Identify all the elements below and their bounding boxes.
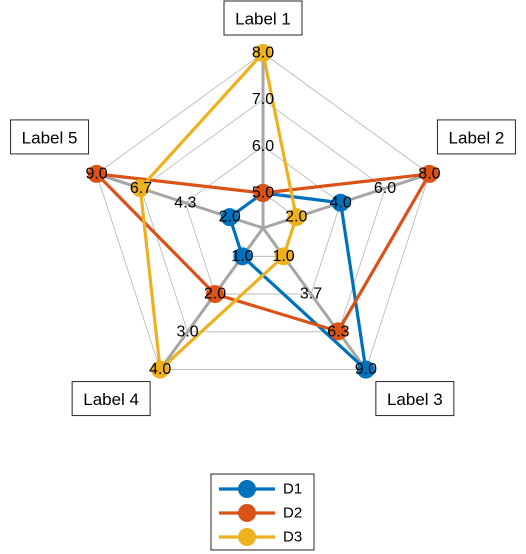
legend-marker bbox=[238, 480, 256, 498]
tick-label: 3.0 bbox=[176, 323, 198, 340]
tick-label: 5.0 bbox=[252, 185, 274, 202]
tick-label: 3.7 bbox=[300, 286, 322, 303]
point-D3-1 bbox=[254, 44, 272, 62]
series-D2 bbox=[87, 164, 439, 341]
tick-label: 7.0 bbox=[252, 91, 274, 108]
tick-label: 8.0 bbox=[252, 45, 274, 62]
series-D3 bbox=[131, 44, 306, 379]
point-D2-3 bbox=[329, 322, 348, 341]
tick-label: 6.0 bbox=[252, 138, 274, 155]
point-D3-5 bbox=[131, 179, 150, 198]
tick-label: 6.7 bbox=[130, 180, 152, 197]
tick-label: 4.3 bbox=[174, 194, 196, 211]
axis-label-box bbox=[223, 0, 303, 36]
legend-marker bbox=[238, 504, 256, 522]
axis-tick-labels: 5.0 6.0 7.0 8.0 2.0 4.0 6.0 8.0 1.0 3.7 6.3 9.0 1.0 2… bbox=[85, 45, 440, 379]
tick-label: 1.0 bbox=[272, 248, 294, 265]
grid-ring-3 bbox=[140, 99, 386, 333]
point-D2-4 bbox=[205, 285, 224, 304]
axis-label-box bbox=[375, 381, 455, 417]
point-D3-4 bbox=[151, 360, 170, 379]
axis-labels: Label 1 Label 2 Label 3 Label 4 Label 5 bbox=[10, 0, 516, 417]
tick-label: 2.0 bbox=[204, 286, 226, 303]
grid-ring-4 bbox=[96, 52, 430, 370]
point-D2-5 bbox=[87, 164, 106, 183]
axis-label-5: Label 5 bbox=[10, 119, 90, 155]
point-D3-2 bbox=[287, 208, 306, 227]
tick-label: 6.0 bbox=[374, 180, 396, 197]
tick-label: 2.0 bbox=[285, 209, 307, 226]
legend-label: D2 bbox=[283, 505, 302, 522]
point-D1-5 bbox=[220, 208, 239, 227]
legend-marker bbox=[238, 528, 256, 546]
point-D1-4 bbox=[233, 247, 252, 266]
legend-label: D1 bbox=[283, 481, 302, 498]
point-D1-3 bbox=[356, 360, 375, 379]
legend-label: D3 bbox=[283, 529, 302, 546]
series-line-D2 bbox=[94, 172, 432, 333]
axis-label-text: Label 4 bbox=[83, 390, 139, 409]
legend-item-D2: D2 bbox=[219, 504, 302, 522]
tick-label: 9.0 bbox=[85, 165, 107, 182]
point-D2-1 bbox=[254, 184, 272, 202]
series-line-D3 bbox=[138, 51, 298, 372]
point-D1-2 bbox=[331, 193, 350, 212]
axis-label-box bbox=[10, 119, 90, 155]
axis-label-text: Label 5 bbox=[22, 128, 78, 147]
tick-label: 8.0 bbox=[418, 165, 440, 182]
axis-label-2: Label 2 bbox=[436, 119, 516, 155]
axis-label-box bbox=[436, 119, 516, 155]
tick-label: 2.0 bbox=[219, 209, 241, 226]
grid-ring-2 bbox=[184, 145, 342, 295]
axis-label-box bbox=[71, 381, 151, 417]
point-D3-3 bbox=[274, 247, 293, 266]
point-D2-2 bbox=[420, 164, 439, 183]
legend-item-D3: D3 bbox=[219, 528, 302, 546]
axis-label-text: Label 1 bbox=[235, 10, 291, 29]
axis-label-1: Label 1 bbox=[223, 0, 303, 36]
legend-item-D1: D1 bbox=[219, 480, 302, 498]
axis-label-3: Label 3 bbox=[375, 381, 455, 417]
tick-label: 4.0 bbox=[330, 194, 352, 211]
tick-label: 1.0 bbox=[231, 248, 253, 265]
tick-label: 9.0 bbox=[355, 361, 377, 378]
axis-label-4: Label 4 bbox=[71, 381, 151, 417]
tick-label: 6.3 bbox=[327, 323, 349, 340]
axis-label-text: Label 3 bbox=[387, 390, 443, 409]
tick-label: 4.0 bbox=[149, 361, 171, 378]
radar-series bbox=[87, 44, 439, 379]
axis-label-text: Label 2 bbox=[449, 128, 505, 147]
